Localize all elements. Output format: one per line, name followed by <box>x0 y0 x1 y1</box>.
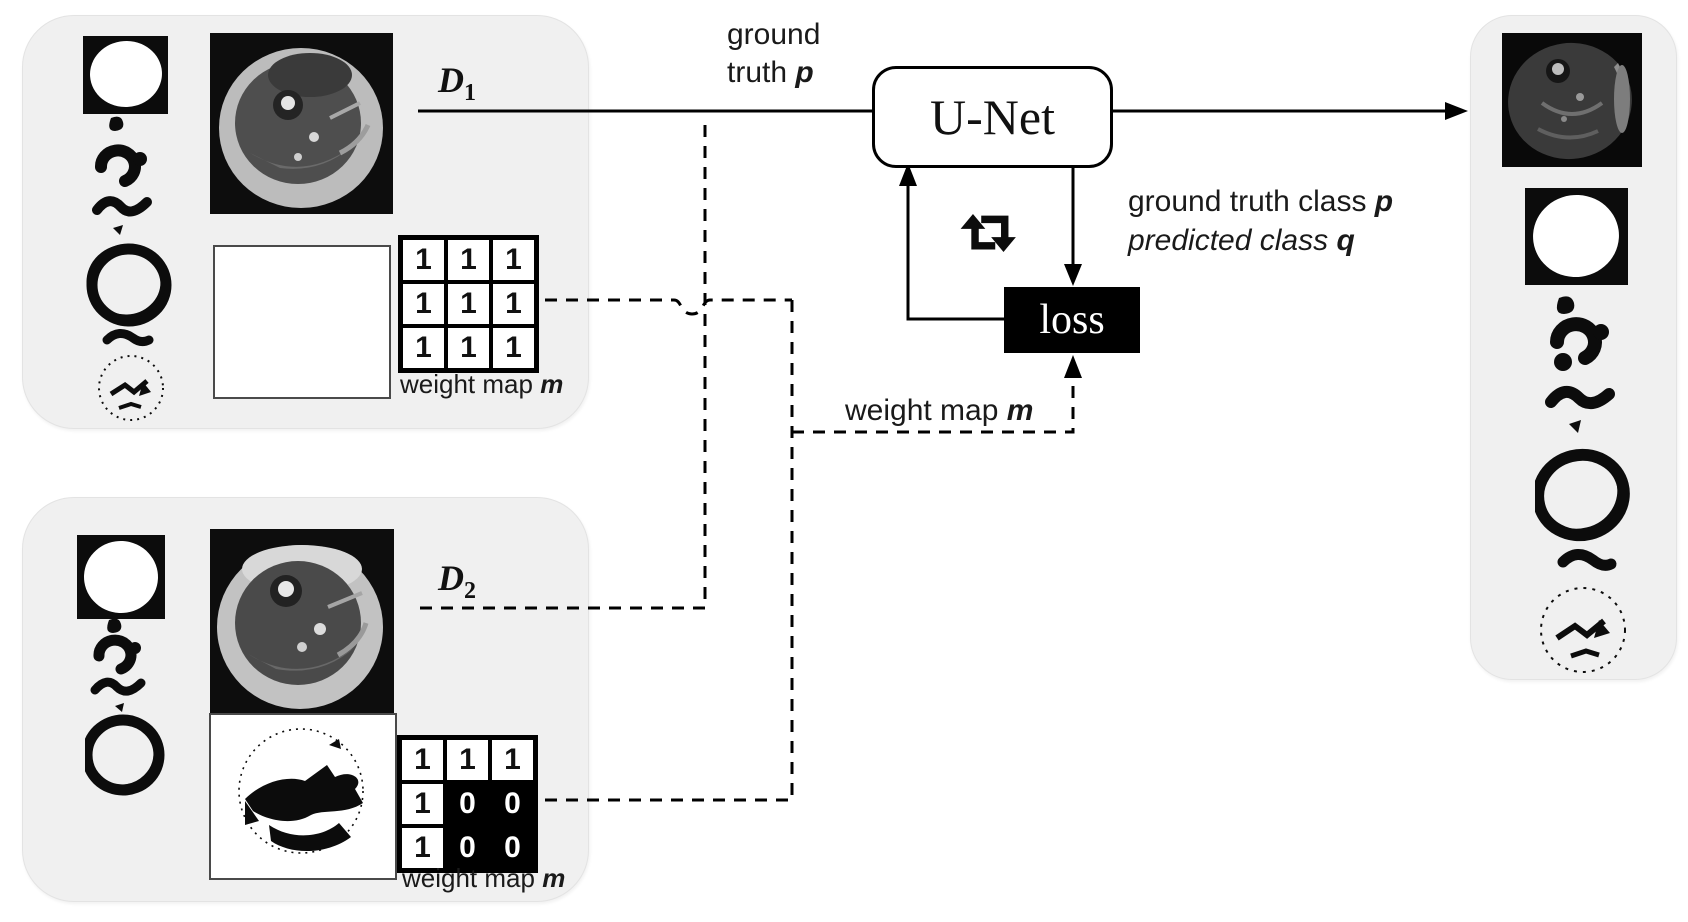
mask-shapes-column-output <box>1535 290 1635 680</box>
output-line1-emph: p <box>1374 185 1394 218</box>
weightmap-to-loss-dashed-line <box>792 374 1075 434</box>
loss-to-unet-arrowhead <box>899 163 917 186</box>
weightmap-d1-dashed-line <box>545 298 792 316</box>
dataset-2-letter: D <box>438 558 464 598</box>
weight-map-cell: 0 <box>445 782 490 826</box>
weight-map-cell: 1 <box>490 738 535 782</box>
weight-map-label-emph: m <box>540 369 564 399</box>
ground-truth-label: ground truth p <box>727 16 820 92</box>
loss-to-unet-feedback-line <box>906 184 1004 321</box>
femur-mask-d2 <box>77 535 165 619</box>
weight-map-cell: 1 <box>401 282 446 326</box>
weight-map-cell: 1 <box>491 238 536 282</box>
dataset-1-letter: D <box>438 60 464 100</box>
weight-map-cell: 1 <box>446 282 491 326</box>
weight-map-label-d1: weight map m <box>400 370 563 398</box>
weight-map-cell: 1 <box>400 782 445 826</box>
mask-shapes-column-d2 <box>85 612 175 812</box>
weight-map-cell: 1 <box>401 238 446 282</box>
weight-map-label-text: weight map <box>400 369 541 399</box>
dataset-1-label: D1 <box>438 62 476 111</box>
d2-input-dashed-line <box>420 116 707 610</box>
ground-truth-line2-text: truth <box>727 56 796 89</box>
unet-to-loss-arrowhead <box>1064 264 1082 286</box>
weight-map-label-emph: m <box>1006 394 1034 427</box>
weight-map-label-center: weight map m <box>845 392 1033 430</box>
unet-label: U-Net <box>930 89 1055 145</box>
femur-mask-d1 <box>83 36 168 114</box>
ground-truth-line1: ground <box>727 18 821 51</box>
mask-shapes-column-d1 <box>85 112 175 424</box>
femur-mask-output <box>1525 188 1628 285</box>
weight-map-cell: 0 <box>490 782 535 826</box>
weight-map-cell: 1 <box>491 326 536 370</box>
repeat-loop-icon <box>954 208 1020 258</box>
weight-map-cell: 1 <box>446 326 491 370</box>
output-classes-label: ground truth class p predicted class q <box>1128 182 1393 260</box>
weight-map-image-d2 <box>209 713 397 880</box>
loss-node: loss <box>1004 287 1140 353</box>
output-line2-emph: q <box>1336 224 1355 257</box>
weight-map-cell: 1 <box>446 238 491 282</box>
output-line1-text: ground truth class <box>1128 185 1375 218</box>
output-classes-line1: ground truth class p <box>1128 182 1393 221</box>
weight-map-label-emph: m <box>542 863 566 893</box>
weight-map-cell: 0 <box>490 826 535 870</box>
output-classes-line2: predicted class q <box>1128 221 1393 260</box>
ground-truth-line2: truth p <box>727 54 820 92</box>
ground-truth-line2-emph: p <box>795 56 814 89</box>
mri-image-output <box>1502 33 1642 167</box>
output-line2-text: predicted class <box>1128 224 1337 257</box>
mri-image-d1 <box>210 33 393 214</box>
weightmap-to-loss-arrowhead <box>1064 355 1082 378</box>
weight-map-cell: 0 <box>445 826 490 870</box>
weight-map-cell: 1 <box>401 326 446 370</box>
unet-output-arrowhead <box>1445 102 1468 120</box>
dataset-1-subscript: 1 <box>464 80 476 107</box>
weight-map-label-text: weight map <box>402 863 543 893</box>
weight-map-cell: 1 <box>491 282 536 326</box>
unet-node: U-Net <box>872 66 1113 168</box>
mri-image-d2 <box>210 529 394 715</box>
loss-label: loss <box>1039 297 1105 343</box>
weight-map-label-text: weight map <box>845 394 1007 427</box>
weight-map-cell: 1 <box>445 738 490 782</box>
weight-map-cell: 1 <box>400 826 445 870</box>
weight-map-cell: 1 <box>400 738 445 782</box>
weight-map-label-d2: weight map m <box>402 864 565 892</box>
weight-map-image-d1 <box>213 245 391 399</box>
dataset-2-label: D2 <box>438 560 476 609</box>
dataset-2-subscript: 2 <box>464 578 476 605</box>
